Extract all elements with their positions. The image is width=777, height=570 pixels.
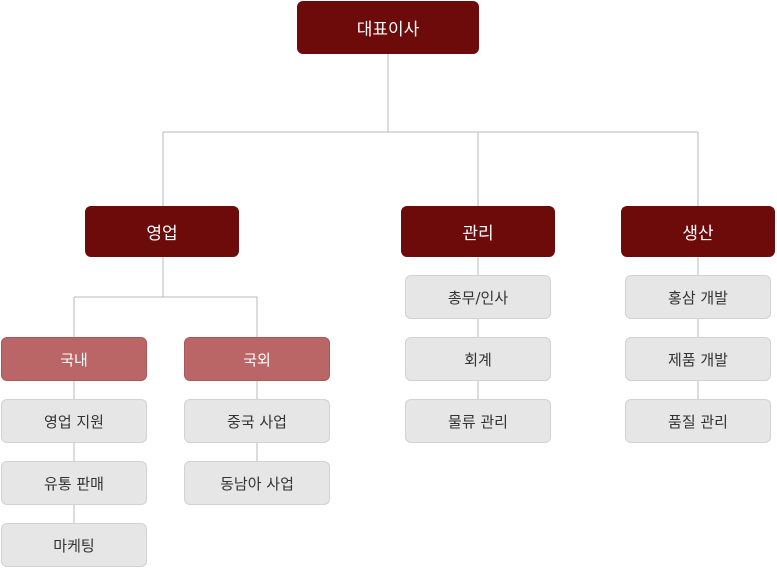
group-domestic-box: 국내 [1, 337, 147, 381]
team-box: 홍삼 개발 [625, 275, 771, 319]
team-box: 제품 개발 [625, 337, 771, 381]
team-box: 물류 관리 [405, 399, 551, 443]
group-overseas-box: 국외 [184, 337, 330, 381]
team-box: 유통 판매 [1, 461, 147, 505]
team-box: 품질 관리 [625, 399, 771, 443]
team-box: 총무/인사 [405, 275, 551, 319]
team-box: 중국 사업 [184, 399, 330, 443]
dept-admin-box: 관리 [401, 206, 555, 257]
dept-sales-box: 영업 [85, 206, 239, 257]
team-box: 동남아 사업 [184, 461, 330, 505]
dept-production-box: 생산 [621, 206, 775, 257]
team-box: 마케팅 [1, 523, 147, 567]
team-box: 회계 [405, 337, 551, 381]
ceo-box: 대표이사 [297, 1, 479, 54]
team-box: 영업 지원 [1, 399, 147, 443]
